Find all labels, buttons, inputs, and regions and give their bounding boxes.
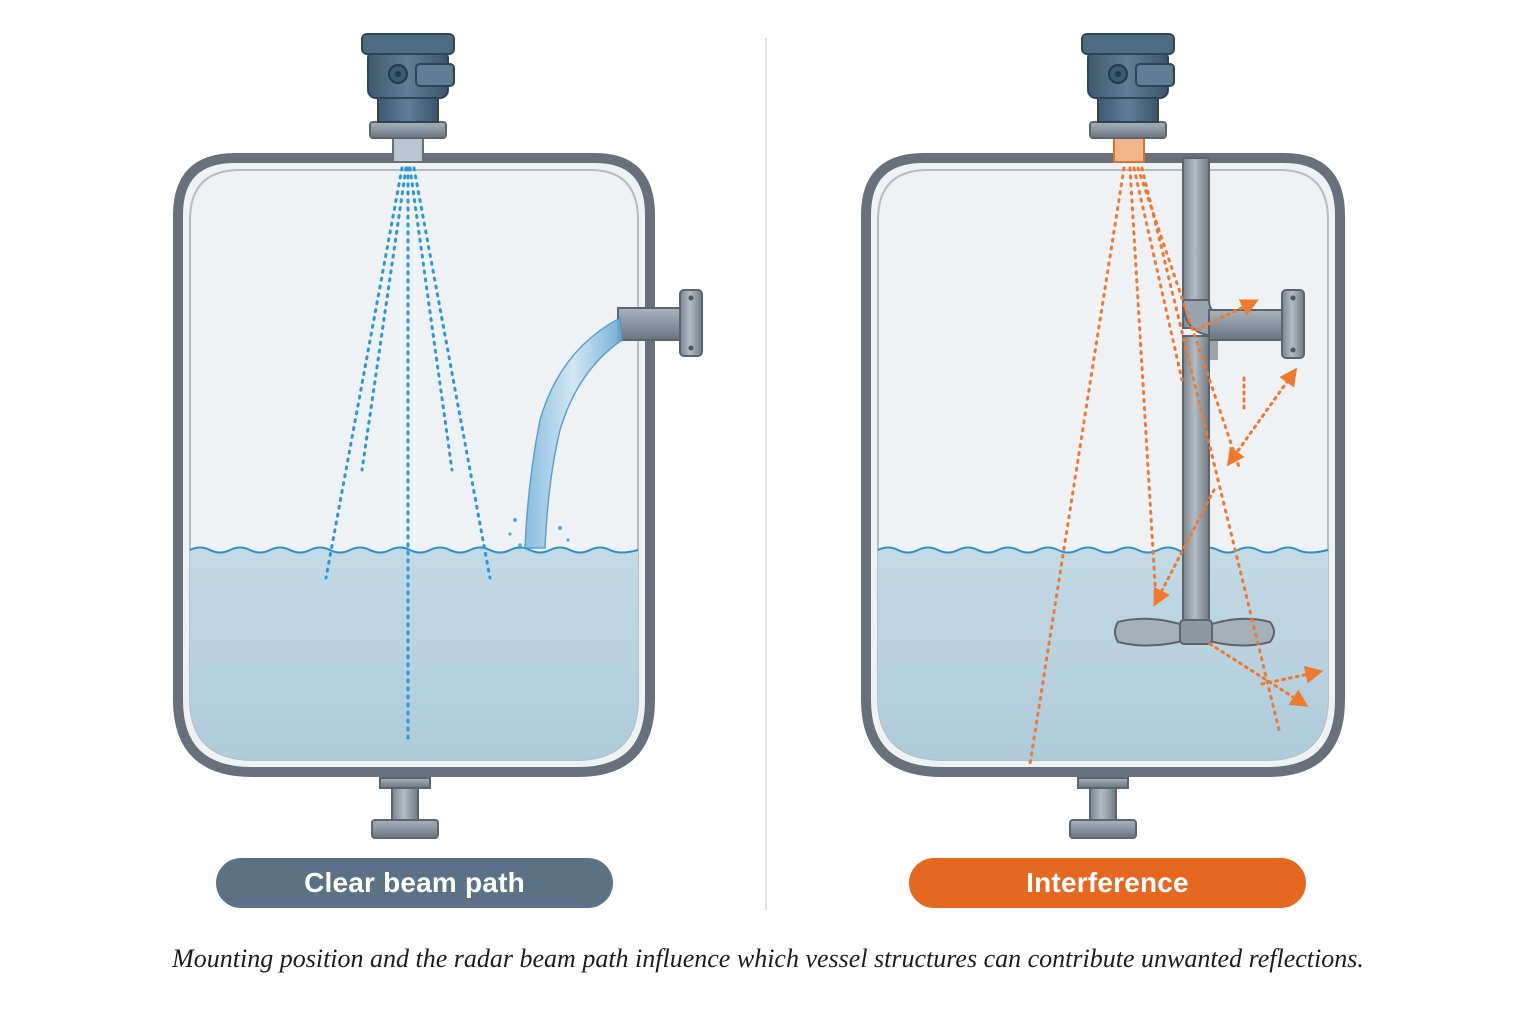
left-radar-beam xyxy=(324,166,492,742)
bottom-outlet-nozzle-icon xyxy=(371,777,439,839)
radar-level-transmitter-icon xyxy=(1081,33,1175,163)
right-liquid-surface xyxy=(877,546,1329,554)
panel-divider xyxy=(765,38,767,910)
right-liquid xyxy=(878,547,1328,760)
left-liquid-surface xyxy=(189,546,639,554)
interference-badge: Interference xyxy=(909,858,1306,908)
bottom-outlet-nozzle-icon xyxy=(1069,777,1137,839)
left-vessel xyxy=(173,33,703,839)
side-inlet-nozzle-icon xyxy=(508,289,703,549)
impeller-blade-right xyxy=(1205,617,1275,647)
right-vessel xyxy=(861,33,1345,839)
splash-droplets xyxy=(508,518,570,547)
impeller-blade-left xyxy=(1114,617,1187,647)
figure-caption: Mounting position and the radar beam pat… xyxy=(172,944,1364,973)
left-liquid xyxy=(190,547,638,760)
radar-level-transmitter-icon xyxy=(361,33,455,163)
agitator-shaft-icon xyxy=(1114,157,1305,647)
reflection-arrow-icon xyxy=(1153,299,1324,707)
clear-beam-path-badge: Clear beam path xyxy=(216,858,613,908)
right-radar-beam xyxy=(1028,166,1282,766)
inlet-stream xyxy=(524,316,623,549)
